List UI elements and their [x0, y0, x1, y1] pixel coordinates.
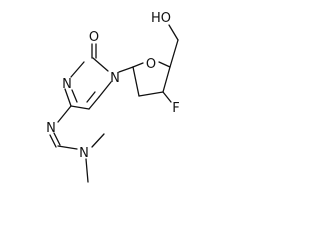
bond-c1prime-o	[132, 62, 144, 68]
n3-nitrogen-label: N	[62, 77, 72, 92]
hydroxyl-label: HO	[151, 11, 171, 26]
bond-c6-c5-inner	[86, 91, 96, 103]
bond-namine-me2	[85, 158, 89, 183]
carbonyl-oxygen-label: O	[89, 30, 99, 45]
bond-c4prime-c3prime	[162, 66, 171, 93]
bond-c4prime-c5prime	[169, 39, 179, 68]
bond-c2-n1	[92, 57, 109, 72]
bond-n1-c6	[98, 81, 112, 98]
amine-nitrogen-label: N	[79, 146, 89, 161]
bond-c2prime-c1prime	[132, 66, 140, 97]
imine-nitrogen-label: N	[46, 121, 56, 136]
bond-n3-c2	[70, 61, 85, 78]
bond-namine-me1	[91, 133, 105, 148]
bond-c3prime-c2prime	[138, 91, 164, 97]
bond-nimine-ch-b	[49, 134, 57, 148]
bond-c4-n3-inner	[71, 89, 78, 103]
bond-c5prime-oh	[168, 24, 179, 41]
atom-labels: O N N N N O F HO	[46, 11, 180, 161]
bond-n1-c1prime	[118, 66, 134, 73]
bond-c4-nimine	[57, 105, 72, 123]
bond-c3prime-f	[162, 91, 172, 103]
bond-c6-c5	[88, 96, 100, 110]
bond-c5-c4	[70, 105, 90, 110]
molecule-canvas: O N N N N O F HO	[46, 11, 180, 183]
bond-ch-namine	[57, 145, 78, 150]
bond-o-c4prime	[158, 61, 171, 68]
ring-oxygen-label: O	[146, 57, 156, 72]
bond-c4-n3	[64, 88, 72, 107]
bond-nimine-ch-a	[53, 132, 61, 146]
structure-diagram: O N N N N O F HO	[46, 11, 180, 183]
bonds	[49, 24, 179, 183]
fluorine-label: F	[172, 101, 179, 116]
n1-nitrogen-label: N	[110, 71, 120, 86]
